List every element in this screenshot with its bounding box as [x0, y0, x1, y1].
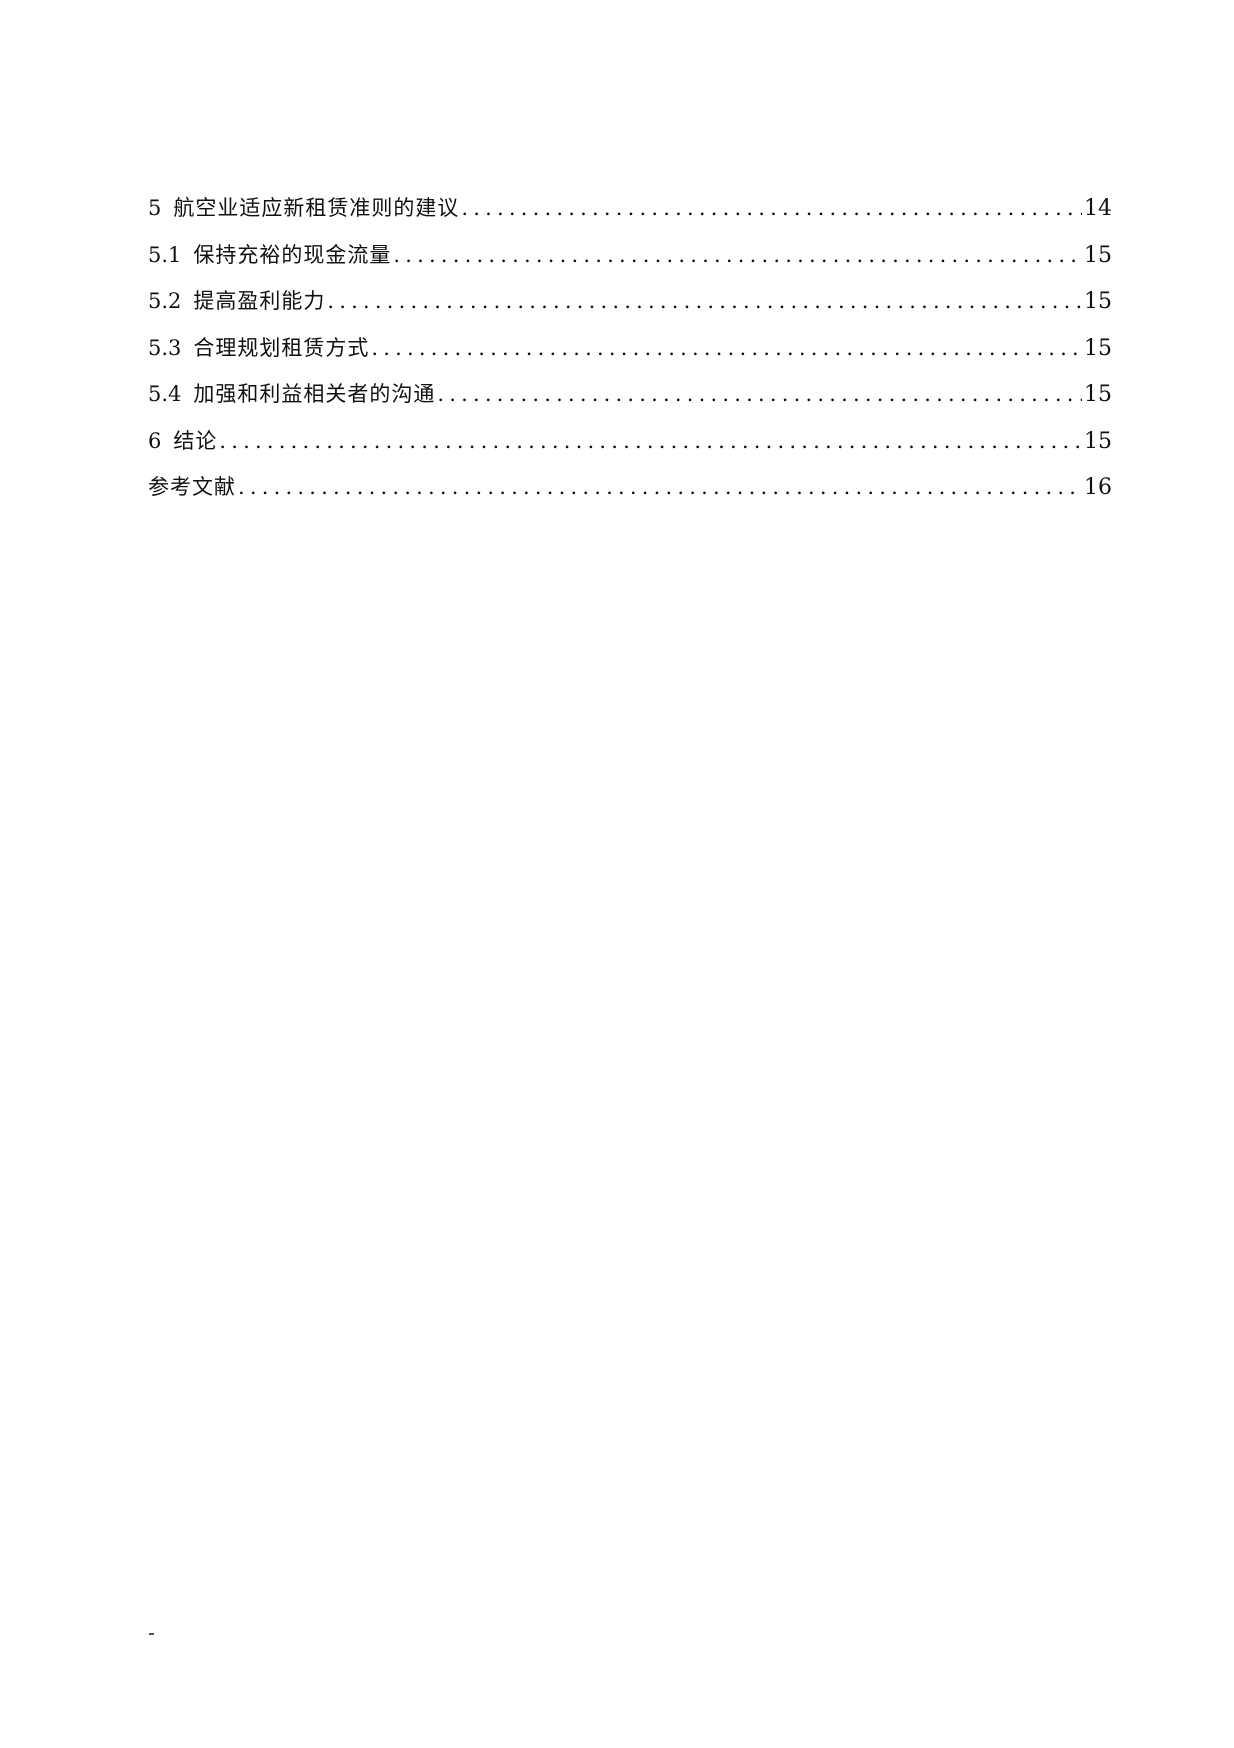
toc-entry-number: 5.4 — [148, 382, 182, 406]
toc-entry-page: 14 — [1084, 196, 1112, 221]
dot-leader — [461, 192, 1082, 224]
dot-leader — [437, 378, 1082, 410]
toc-entry-page: 15 — [1084, 335, 1112, 361]
toc-entry-page: 15 — [1084, 242, 1112, 268]
toc-entry-5-3[interactable]: 5.3 合理规划租赁方式 15 — [148, 332, 1112, 379]
dot-leader — [219, 425, 1082, 457]
toc-entry-number: 5 — [148, 196, 162, 220]
dot-leader — [327, 285, 1082, 317]
toc-entry-number: 5.3 — [148, 335, 182, 360]
toc-entry-title: 合理规划租赁方式 — [193, 335, 370, 360]
dot-leader — [371, 332, 1082, 364]
toc-entry-references[interactable]: 参考文献 16 — [148, 471, 1112, 518]
toc-entry-page: 15 — [1084, 382, 1112, 407]
toc-entry-page: 15 — [1084, 428, 1112, 454]
toc-entry-6[interactable]: 6 结论 15 — [148, 425, 1112, 472]
toc-entry-page: 16 — [1084, 475, 1112, 500]
toc-entry-title: 结论 — [173, 428, 218, 453]
toc-entry-5[interactable]: 5 航空业适应新租赁准则的建议 14 — [148, 192, 1112, 239]
toc-entry-page: 15 — [1084, 289, 1112, 314]
toc-entry-5-4[interactable]: 5.4 加强和利益相关者的沟通 15 — [148, 378, 1112, 425]
toc-entry-title: 保持充裕的现金流量 — [193, 242, 392, 267]
toc-entry-5-2[interactable]: 5.2 提高盈利能力 15 — [148, 285, 1112, 332]
toc-entry-title: 参考文献 — [148, 475, 236, 499]
toc-entry-number: 6 — [148, 428, 162, 453]
table-of-contents: 5 航空业适应新租赁准则的建议 14 5.1 保持充裕的现金流量 15 5.2 … — [148, 192, 1112, 518]
toc-entry-number: 5.2 — [148, 289, 182, 313]
toc-entry-title: 提高盈利能力 — [193, 289, 326, 313]
dot-leader — [238, 471, 1082, 503]
toc-entry-title: 航空业适应新租赁准则的建议 — [173, 196, 460, 220]
dot-leader — [393, 239, 1082, 271]
toc-entry-5-1[interactable]: 5.1 保持充裕的现金流量 15 — [148, 239, 1112, 286]
toc-entry-title: 加强和利益相关者的沟通 — [193, 382, 436, 406]
toc-entry-number: 5.1 — [148, 242, 182, 267]
footer-dash-mark — [149, 1633, 154, 1635]
